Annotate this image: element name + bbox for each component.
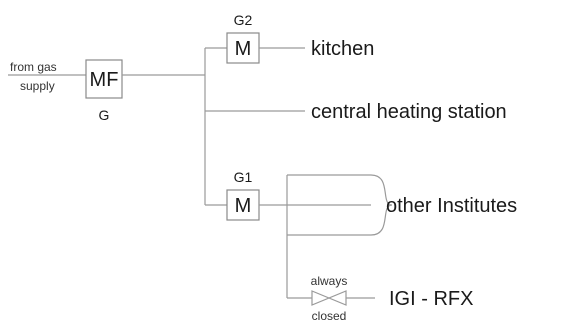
institutes-brace: [370, 174, 393, 236]
igi-rfx-label: IGI - RFX: [389, 288, 473, 310]
central-heating-label: central heating station: [311, 101, 507, 123]
meter-g1-label: M: [235, 195, 252, 217]
closed-valve-icon: [311, 290, 347, 306]
meter-g2-label: M: [235, 38, 252, 60]
meter-g2-tag: G2: [234, 12, 253, 28]
source-label-line2: supply: [20, 79, 55, 93]
meter-g2-box: [226, 32, 260, 64]
source-label-line1: from gas: [10, 60, 57, 74]
meter-g1-box: [226, 189, 260, 221]
main-filter-box: [85, 59, 123, 99]
meter-g1-tag: G1: [234, 169, 253, 185]
valve-label-top: always: [311, 274, 348, 288]
valve-label-bottom: closed: [312, 309, 347, 323]
kitchen-label: kitchen: [311, 38, 374, 60]
main-filter-label: MF: [90, 69, 119, 91]
main-filter-tag: G: [99, 107, 110, 123]
other-institutes-label: other Institutes: [386, 195, 517, 217]
